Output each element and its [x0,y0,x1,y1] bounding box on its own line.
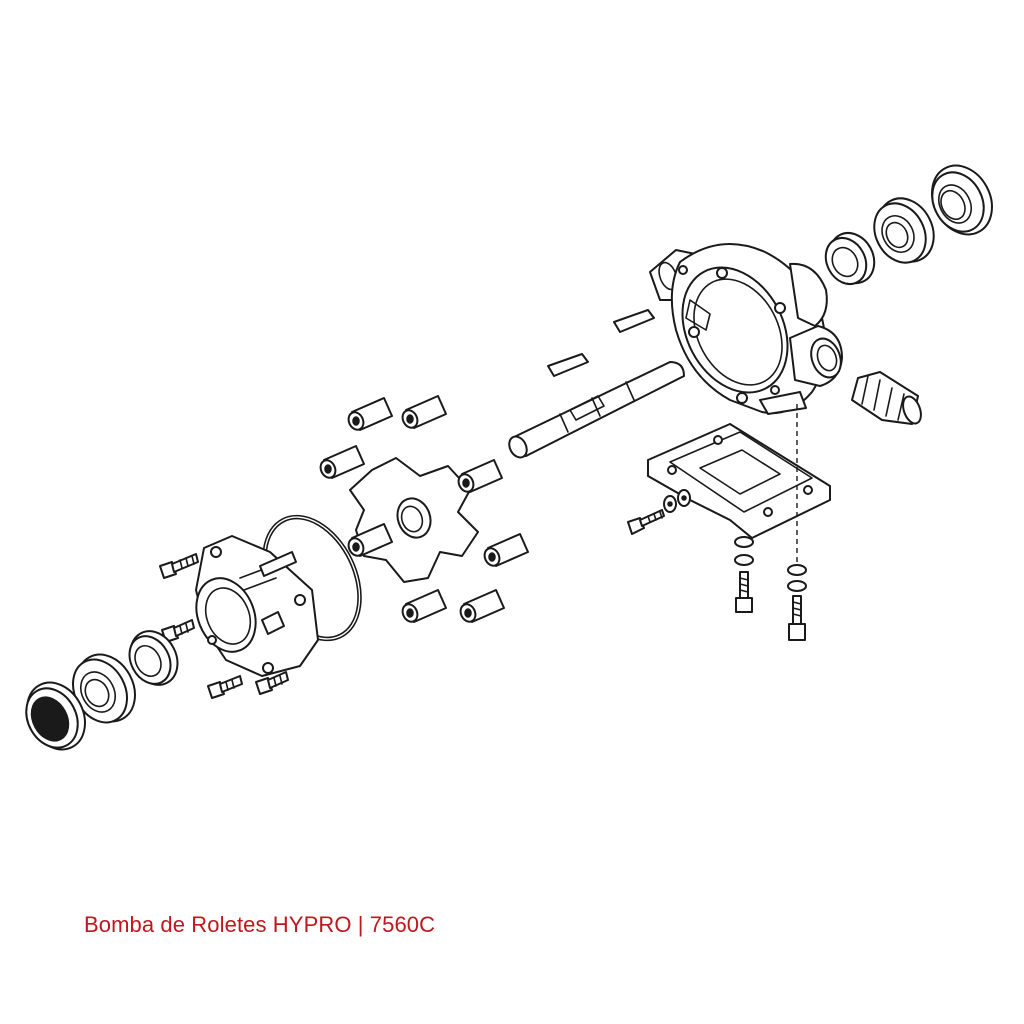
left-outer-seal [25,681,86,751]
cover-bolt-4 [255,671,289,695]
roller-4 [457,459,503,493]
roller-2 [401,395,447,429]
roller-6 [483,533,529,567]
right-bearing [873,197,935,264]
bracket-side-washers [663,489,691,513]
roller-8 [459,589,505,623]
hose-barb-fitting [851,371,922,425]
shaft-key-lower [547,353,589,377]
bracket-bolt-left [734,536,754,613]
pump-housing [649,243,843,415]
cover-bolt-1 [159,553,199,579]
front-cover [195,535,319,677]
diagram-caption: Bomba de Roletes HYPRO | 7560C [84,912,436,937]
cover-bolt-3 [207,675,243,699]
left-bearing [72,653,136,724]
right-inner-seal [824,232,876,285]
roller-1 [347,397,393,431]
shaft-key-upper [613,309,655,333]
drive-shaft [508,361,685,459]
bracket-bolt-right [787,564,807,641]
roller-3 [319,445,365,479]
roller-7 [401,589,447,623]
rotor [349,457,479,583]
bracket-side-bolt [627,509,665,535]
roller-5 [347,523,393,557]
right-outer-seal [931,164,993,236]
left-inner-seal [128,630,179,686]
mounting-bracket [647,423,831,539]
